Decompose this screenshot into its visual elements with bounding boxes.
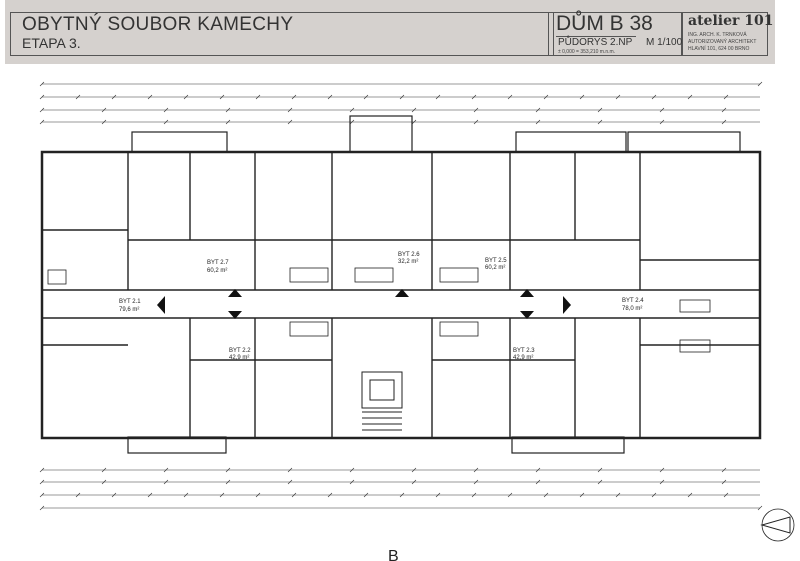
apartment-name: BYT 2.3: [513, 348, 535, 354]
firm-logo: atelier 101: [688, 13, 774, 29]
apartment-labels: BYT 2.7 60,2 m² BYT 2.6 32,2 m² BYT 2.5 …: [119, 252, 644, 361]
stage-title: ETAPA 3.: [22, 35, 81, 51]
apartment-name: BYT 2.2: [229, 348, 251, 354]
apartment-name: BYT 2.7: [207, 260, 229, 266]
exterior-walls: [40, 150, 762, 440]
title-frame: [10, 12, 554, 56]
building-title: DŮM B 38: [556, 12, 653, 35]
firm-frame: [682, 12, 768, 56]
stair-core: [361, 371, 403, 431]
bathtubs: [47, 267, 711, 353]
firm-line: AUTORIZOVANÝ ARCHITEKT: [688, 39, 757, 45]
drawing-name: PŮDORYS 2.NP: [558, 37, 633, 48]
apartment-area: 79,6 m²: [119, 307, 139, 313]
apartment-area: 60,2 m²: [485, 265, 505, 271]
balconies: [127, 115, 741, 454]
elevation: ± 0,000 = 353,210 m.n.m.: [558, 49, 616, 55]
drawing-frame: [548, 12, 682, 56]
firm-line: ING. ARCH. K. TRNKOVÁ: [688, 32, 747, 38]
apartment-name: BYT 2.1: [119, 299, 141, 305]
apartment-area: 42,9 m²: [229, 355, 249, 361]
apartment-name: BYT 2.4: [622, 298, 644, 304]
section-marker: B: [388, 548, 399, 561]
dimension-ticks: [39, 81, 763, 511]
project-title: OBYTNÝ SOUBOR KAMECHY: [22, 14, 294, 35]
apartment-area: 60,2 m²: [207, 268, 227, 274]
north-arrow-icon: [760, 508, 795, 542]
apartment-area: 32,2 m²: [398, 259, 418, 265]
firm-line: HLAVNÍ 101, 624 00 BRNO: [688, 46, 750, 52]
apartment-name: BYT 2.5: [485, 258, 507, 264]
dimension-lines-top: [42, 83, 760, 123]
scale: M 1/100: [646, 37, 683, 48]
apartment-area: 78,0 m²: [622, 306, 642, 312]
divider: [556, 36, 636, 37]
dimension-lines-bottom: [42, 469, 760, 509]
apartment-area: 42,9 m²: [513, 355, 533, 361]
apartment-name: BYT 2.6: [398, 252, 420, 258]
title-block: [5, 0, 775, 64]
interior-walls: [42, 152, 760, 438]
corridor-arrows: [157, 289, 571, 319]
